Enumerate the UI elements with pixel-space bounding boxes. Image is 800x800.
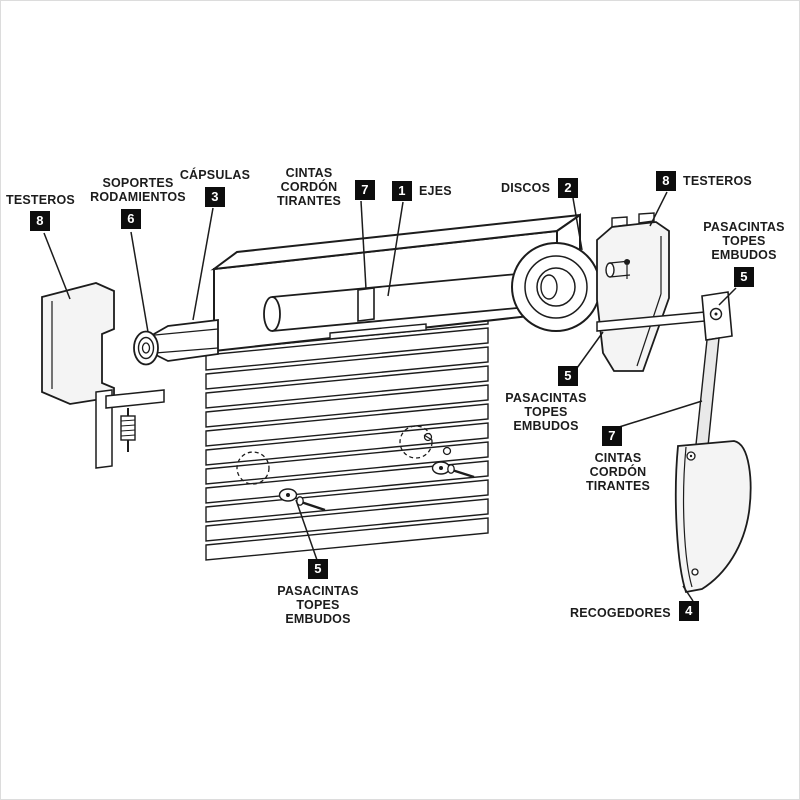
label-text: TESTEROS	[6, 193, 75, 207]
label-text: PASACINTAS TOPES EMBUDOS	[703, 220, 784, 262]
part-badge-recogedores: 4	[678, 601, 699, 621]
label-text: PASACINTAS TOPES EMBUDOS	[505, 391, 586, 433]
leader-lines	[43, 191, 737, 602]
label-capsulas: CÁPSULAS 3	[177, 168, 253, 207]
part-badge-pasacintas-bottom: 5	[308, 559, 328, 579]
label-line: DISCOS	[501, 181, 551, 195]
label-line: CÁPSULAS	[179, 168, 251, 182]
part-badge-cintas-top: 7	[355, 180, 375, 200]
left-testero	[41, 282, 165, 469]
label-line: TOPES	[524, 405, 568, 419]
label-line: EMBUDOS	[711, 248, 777, 262]
part-badge-ejes: 1	[392, 181, 412, 201]
label-ejes: 1 EJES	[392, 181, 452, 201]
label-text: EJES	[419, 184, 452, 198]
bearing-support	[133, 330, 159, 366]
label-line: EJES	[419, 184, 452, 198]
label-text: CÁPSULAS	[180, 168, 250, 182]
label-line: RODAMIENTOS	[90, 190, 186, 204]
label-text: RECOGEDORES	[570, 606, 671, 620]
right-testero	[596, 212, 670, 372]
label-cintas-right: 7 CINTAS CORDÓN TIRANTES	[572, 426, 664, 493]
right-pasacintas	[701, 291, 733, 341]
label-discos: DISCOS 2	[501, 178, 579, 198]
strap	[694, 337, 720, 457]
label-line: SOPORTES	[102, 176, 174, 190]
part-badge-discos: 2	[558, 178, 579, 198]
label-line: CINTAS	[285, 166, 333, 180]
label-line: TOPES	[296, 598, 340, 612]
label-line: EMBUDOS	[285, 612, 351, 626]
label-text: CINTAS CORDÓN TIRANTES	[586, 451, 650, 493]
part-badge-soportes: 6	[121, 209, 141, 229]
label-line: EMBUDOS	[513, 419, 579, 433]
label-text: TESTEROS	[683, 174, 752, 188]
part-badge-testeros-left: 8	[30, 211, 50, 231]
shutter-curtain	[205, 308, 489, 561]
curtain-hardware	[236, 425, 475, 512]
label-line: PASACINTAS	[277, 584, 359, 598]
label-text: DISCOS	[501, 181, 550, 195]
label-recogedores: RECOGEDORES 4	[570, 601, 699, 621]
capsule	[153, 318, 219, 362]
part-badge-cintas-right: 7	[602, 426, 622, 446]
strap-band	[357, 287, 375, 322]
label-line: PASACINTAS	[703, 220, 785, 234]
label-testeros-right: 8 TESTEROS	[656, 171, 752, 191]
label-line: PASACINTAS	[505, 391, 587, 405]
part-badge-pasacintas-right: 5	[734, 267, 754, 287]
label-line: TOPES	[722, 234, 766, 248]
recogedor	[674, 440, 752, 594]
label-line: CINTAS	[594, 451, 642, 465]
label-line: TIRANTES	[585, 479, 651, 493]
label-line: CORDÓN	[280, 180, 338, 194]
label-line: TESTEROS	[6, 193, 75, 207]
label-line: CORDÓN	[589, 465, 647, 479]
label-line: RECOGEDORES	[570, 606, 671, 620]
label-pasacintas-right: PASACINTAS TOPES EMBUDOS 5	[694, 220, 794, 287]
label-line: TIRANTES	[276, 194, 342, 208]
label-pasacintas-bottom: 5 PASACINTAS TOPES EMBUDOS	[264, 559, 372, 626]
label-text: CINTAS CORDÓN TIRANTES	[269, 166, 349, 208]
axle-tube	[263, 272, 529, 340]
label-line: TESTEROS	[683, 174, 752, 188]
label-cintas-top: CINTAS CORDÓN TIRANTES 7	[269, 166, 375, 208]
label-testeros-left: TESTEROS 8	[6, 193, 90, 231]
disc	[511, 242, 619, 332]
label-soportes-rodamientos: SOPORTES RODAMIENTOS 6	[86, 176, 190, 229]
part-badge-testeros-right: 8	[656, 171, 676, 191]
part-badge-pasacintas-mid: 5	[558, 366, 578, 386]
part-badge-capsulas: 3	[205, 187, 225, 207]
label-text: SOPORTES RODAMIENTOS	[90, 176, 186, 204]
label-pasacintas-mid: 5 PASACINTAS TOPES EMBUDOS	[494, 366, 598, 433]
label-text: PASACINTAS TOPES EMBUDOS	[277, 584, 358, 626]
